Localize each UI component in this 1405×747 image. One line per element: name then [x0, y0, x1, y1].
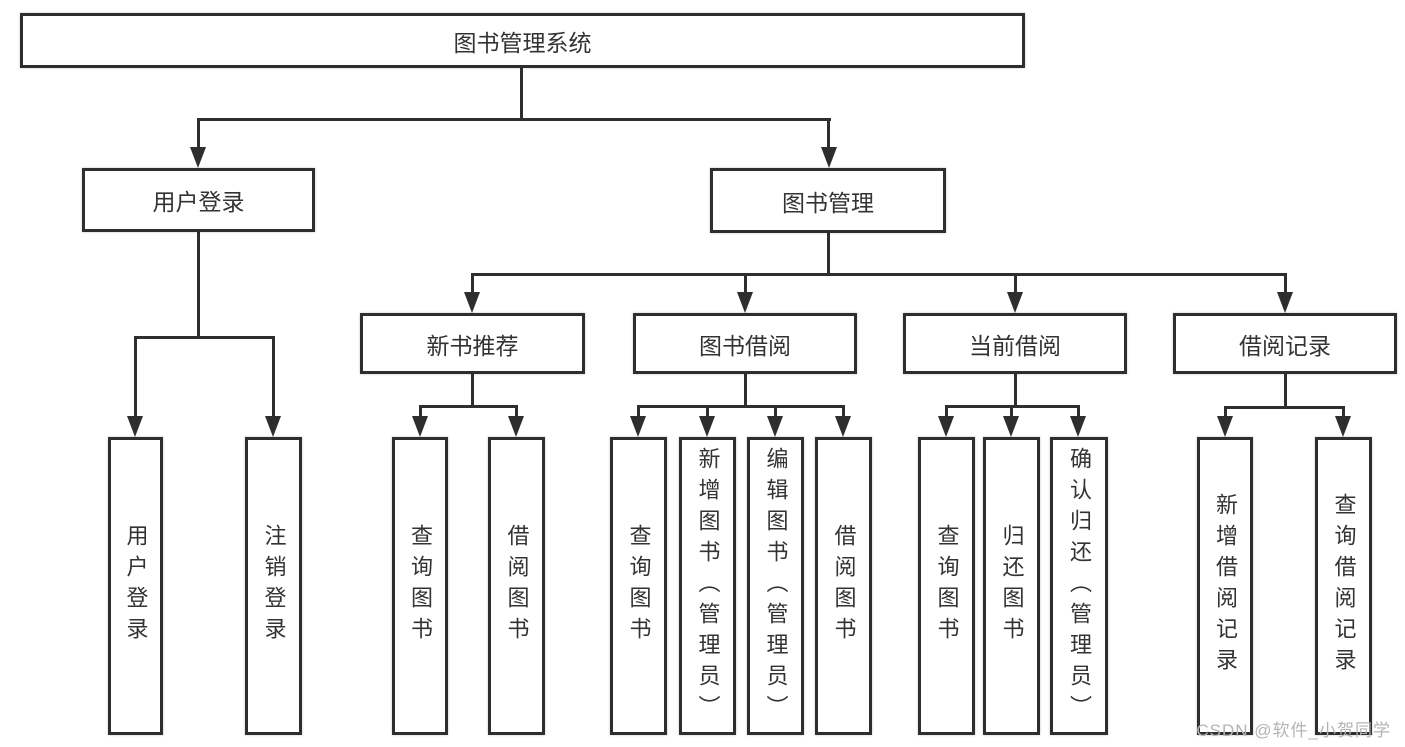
- arrowhead-book-borrowing: [737, 292, 753, 313]
- connector-stem-nb-query: [419, 405, 422, 423]
- connector-stem-br-query: [1342, 406, 1345, 423]
- csdn-watermark: CSDN @软件_小贺同学: [1196, 721, 1391, 740]
- connector-borrow-records-bar: [1224, 406, 1345, 409]
- arrowhead-nb-query: [412, 416, 428, 437]
- connector-stem-new-book: [471, 273, 474, 297]
- leaf-bb-borrow-books: 借阅图书: [815, 437, 872, 735]
- leaf-bb-query-books: 查询图书: [610, 437, 667, 735]
- connector-user-login-drop: [197, 232, 200, 336]
- leaf-br-query-record: 查询借阅记录: [1315, 437, 1372, 735]
- connector-new-book-drop: [471, 374, 474, 405]
- arrowhead-br-query: [1335, 416, 1351, 437]
- leaf-cb-query-books: 查询图书: [918, 437, 975, 735]
- connector-user-login-bar: [134, 336, 275, 339]
- node-new-book-recommend: 新书推荐: [360, 313, 585, 374]
- connector-stem-book-management: [827, 118, 830, 152]
- arrowhead-logout: [265, 416, 281, 437]
- arrowhead-bb-borrow: [835, 416, 851, 437]
- arrowhead-login: [127, 416, 143, 437]
- arrowhead-cb-return: [1003, 416, 1019, 437]
- connector-root-trunk: [520, 66, 523, 118]
- arrowhead-borrow-records: [1277, 292, 1293, 313]
- arrowhead-current-borrowing: [1007, 292, 1023, 313]
- node-current-borrowing: 当前借阅: [903, 313, 1127, 374]
- node-book-borrowing: 图书借阅: [633, 313, 857, 374]
- arrowhead-cb-query: [938, 416, 954, 437]
- connector-book-borrowing-bar: [637, 405, 845, 408]
- connector-borrow-records-drop: [1284, 374, 1287, 406]
- arrowhead-nb-borrow: [508, 416, 524, 437]
- connector-stem-login: [134, 336, 137, 418]
- leaf-cb-confirm-return-admin: 确认归还（管理员）: [1050, 437, 1108, 735]
- connector-stem-bb-edit: [774, 405, 777, 423]
- arrowhead-bb-query: [630, 416, 646, 437]
- leaf-user-login: 用户登录: [108, 437, 163, 735]
- connector-stem-bb-add: [706, 405, 709, 423]
- leaf-cb-return-books: 归还图书: [983, 437, 1040, 735]
- connector-stem-cb-confirm: [1077, 405, 1080, 423]
- connector-root-bar: [197, 118, 831, 121]
- arrowhead-br-add: [1217, 416, 1233, 437]
- arrowhead-bb-add: [699, 416, 715, 437]
- node-user-login: 用户登录: [82, 168, 315, 232]
- connector-stem-nb-borrow: [515, 405, 518, 423]
- connector-current-borrowing-drop: [1014, 374, 1017, 405]
- connector-new-book-bar: [419, 405, 517, 408]
- arrowhead-book-management: [821, 147, 837, 168]
- connector-stem-book-borrowing: [744, 273, 747, 297]
- connector-book-management-bar: [471, 273, 1286, 276]
- connector-stem-cb-return: [1010, 405, 1013, 423]
- connector-stem-borrow-records: [1284, 273, 1287, 297]
- leaf-bb-add-books-admin: 新增图书（管理员）: [679, 437, 736, 735]
- node-book-management: 图书管理: [710, 168, 946, 233]
- arrowhead-bb-edit: [767, 416, 783, 437]
- leaf-nb-query-books: 查询图书: [392, 437, 448, 735]
- connector-stem-logout: [272, 336, 275, 418]
- connector-stem-cb-query: [945, 405, 948, 423]
- leaf-bb-edit-books-admin: 编辑图书（管理员）: [747, 437, 804, 735]
- connector-stem-user-login: [197, 118, 200, 152]
- leaf-logout: 注销登录: [245, 437, 302, 735]
- connector-stem-bb-borrow: [842, 405, 845, 423]
- node-borrow-records: 借阅记录: [1173, 313, 1397, 374]
- arrowhead-cb-confirm: [1070, 416, 1086, 437]
- connector-book-management-drop: [827, 233, 830, 273]
- leaf-br-add-record: 新增借阅记录: [1197, 437, 1253, 735]
- connector-stem-bb-query: [637, 405, 640, 423]
- leaf-nb-borrow-books: 借阅图书: [488, 437, 545, 735]
- arrowhead-new-book: [464, 292, 480, 313]
- arrowhead-user-login: [190, 147, 206, 168]
- connector-stem-current-borrowing: [1014, 273, 1017, 297]
- node-library-management-system: 图书管理系统: [20, 13, 1025, 68]
- connector-stem-br-add: [1224, 406, 1227, 423]
- connector-book-borrowing-drop: [744, 374, 747, 405]
